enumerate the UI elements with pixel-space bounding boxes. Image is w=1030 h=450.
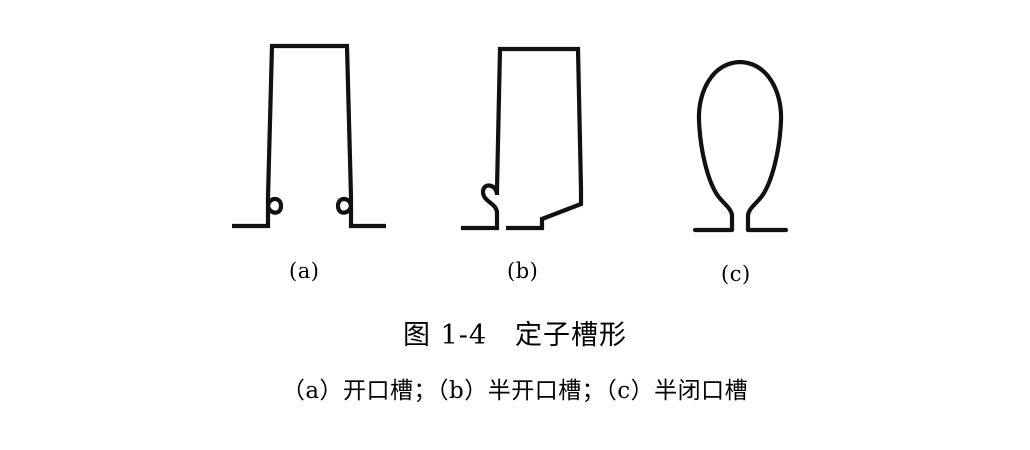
part-label-b: (b) — [507, 259, 539, 283]
part-label-a: (a) — [289, 259, 320, 283]
figure-title: 图 1-4 定子槽形 — [402, 320, 628, 351]
part-label-c: (c) — [721, 262, 751, 286]
slot-shape-a-open — [232, 43, 386, 229]
figure-caption: 图 1-4 定子槽形 （a）开口槽；（b）半开口槽；（c）半闭口槽 — [0, 318, 1030, 405]
figure-subcaption: （a）开口槽；（b）半开口槽；（c）半闭口槽 — [281, 378, 749, 405]
slot-shape-b-semi-open — [461, 46, 584, 231]
slot-shape-c-semi-closed — [692, 59, 789, 233]
